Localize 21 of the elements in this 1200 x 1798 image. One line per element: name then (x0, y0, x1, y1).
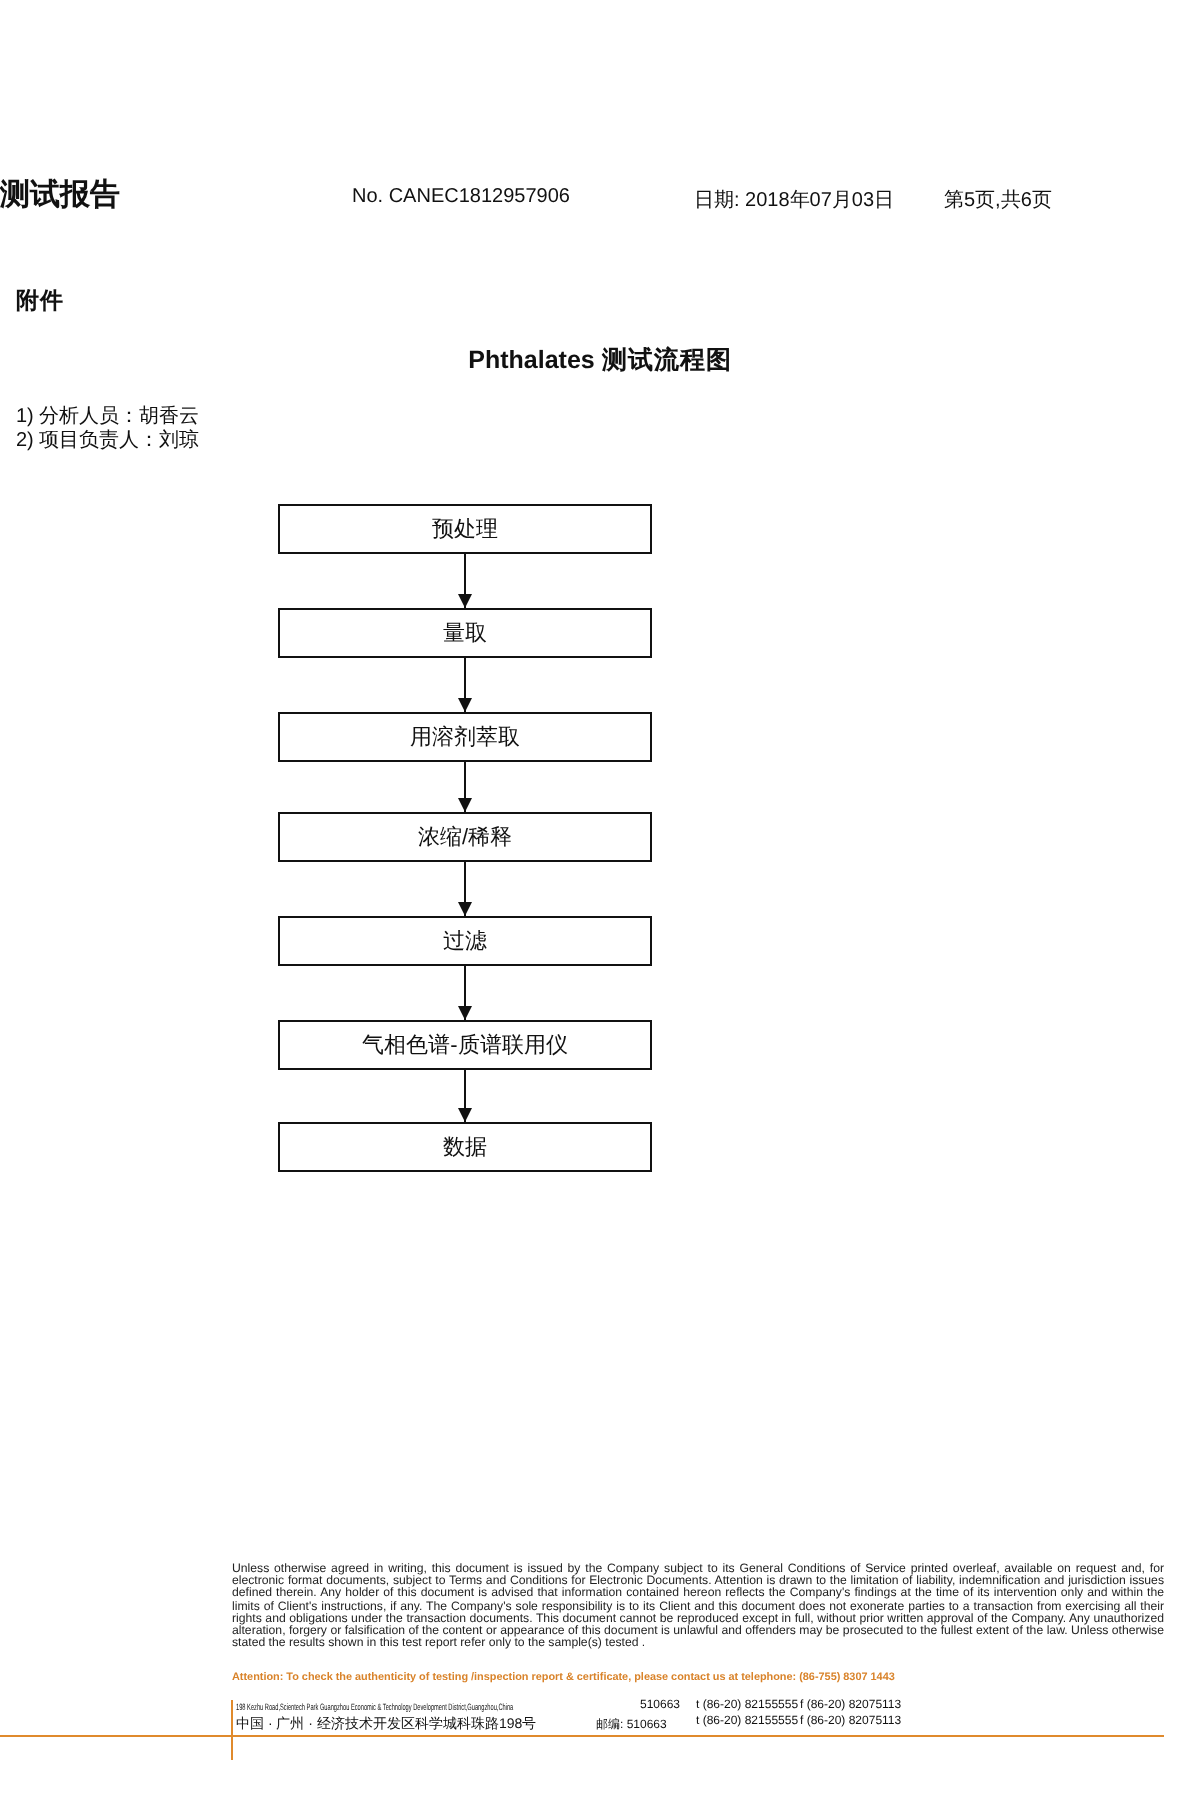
arrow (458, 861, 472, 917)
arrow (458, 553, 472, 609)
process-box: 用溶剂萃取 (278, 712, 652, 762)
note-text: 1) 分析人员：胡香云 (16, 403, 200, 429)
arrow (458, 657, 472, 713)
arrow (458, 965, 472, 1021)
process-box: 数据 (278, 1122, 652, 1172)
process-box: 气相色谱-质谱联用仪 (278, 1020, 652, 1070)
process-box: 浓缩/稀释 (278, 812, 652, 862)
report-number: No. CANEC1812957906 (352, 186, 570, 208)
section-heading: 附件 (16, 287, 64, 316)
process-box: 过滤 (278, 916, 652, 966)
note-text: 2) 项目负责人：刘琼 (16, 427, 200, 454)
arrow (458, 761, 472, 813)
report-date: 日期: 2018年07月03日 (694, 187, 895, 214)
arrow (458, 1069, 472, 1123)
page-number: 第5页,共6页 (944, 187, 1052, 214)
process-box: 预处理 (278, 504, 652, 554)
report-heading: 测试报告 (0, 176, 120, 214)
process-box: 量取 (278, 608, 652, 658)
chart-title: Phthalates 测试流程图 (468, 344, 732, 378)
